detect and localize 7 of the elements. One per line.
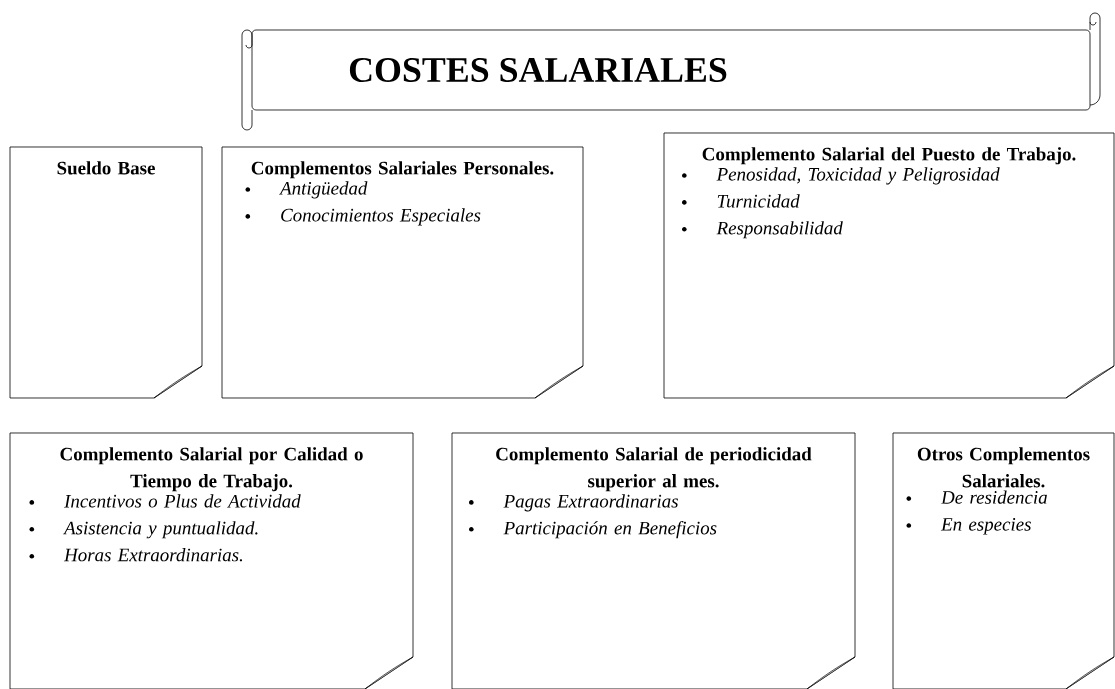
note-card: Sueldo Base [9, 146, 203, 399]
note-card: Complementos Salariales Personales. Antigüedad Conocimientos Especiales [221, 146, 584, 399]
note-card: Otros Complementos Salariales. De residencia En especies [892, 432, 1115, 689]
note-card: Complemento Salarial de periodicidad superior al mes. Pagas Extraordinarias Participación en Beneficios [451, 432, 856, 689]
note-card: Complemento Salarial del Puesto de Trabajo. Penosidad, Toxicidad y Peligrosidad Turnicidad Responsabilidad [663, 132, 1115, 399]
note-card: Complemento Salarial por Calidad o Tiempo de Trabajo. Incentivos o Plus de Actividad Asistencia y puntualidad. Horas Extraordinarias. [9, 432, 414, 689]
scroll-banner: COSTES SALARIALES [241, 12, 1101, 131]
